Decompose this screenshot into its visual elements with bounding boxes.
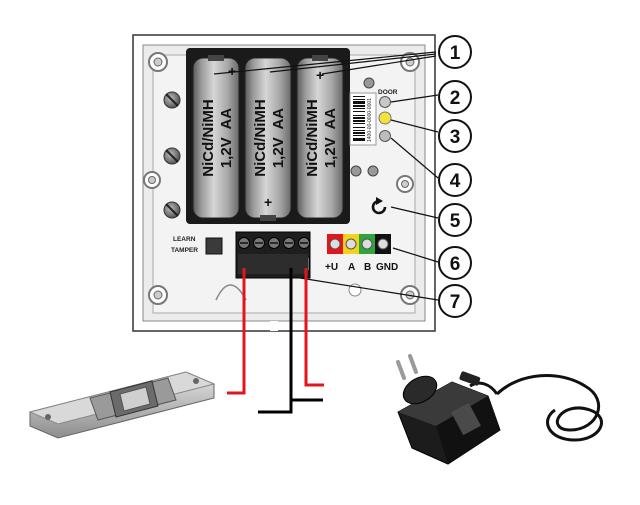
wires (227, 268, 324, 414)
callout-2: 2 (438, 80, 472, 114)
mount-hole-bl (148, 285, 168, 305)
battery-2: + NiCd/NiMH 1,2V AA (244, 57, 292, 221)
callout-1: 1 (438, 35, 472, 69)
callout-4: 4 (438, 163, 472, 197)
callout-7: 7 (438, 284, 472, 318)
barcode-bar (353, 127, 365, 128)
screw-1 (163, 91, 181, 109)
small-screw-top (363, 77, 375, 89)
learn-label: LEARN (173, 236, 196, 243)
led-grey (379, 130, 391, 142)
barcode-bar (353, 96, 365, 97)
barcode-bar (353, 99, 365, 100)
mount-hole-mr (396, 175, 414, 193)
barcode-bar (353, 108, 365, 109)
bus-label-gnd: GND (376, 262, 398, 273)
battery-1-label-1: NiCd/NiMH (200, 99, 217, 177)
wire-red-right (304, 268, 324, 387)
bus-label-b: B (364, 262, 371, 273)
electric-door-strike (28, 371, 216, 439)
callout-2-number: 2 (450, 88, 461, 109)
callout-6-number: 6 (450, 254, 461, 275)
barcode-bar (353, 105, 365, 107)
mount-hole-ml (143, 171, 161, 189)
barcode-bar (353, 111, 365, 112)
wire-red-left (227, 268, 246, 395)
callout-lines (213, 51, 439, 301)
screw-3 (163, 201, 181, 219)
callout-7-number: 7 (450, 292, 461, 313)
bottom-notch (270, 321, 278, 331)
door-label: DOOR (378, 89, 398, 96)
battery-3: + NiCd/NiMH 1,2V AA (296, 55, 344, 219)
barcode-bar (353, 135, 365, 136)
battery-2-plus: + (264, 194, 272, 210)
battery-2-label-2: 1,2V AA (270, 108, 287, 168)
barcode-bar (353, 101, 365, 104)
bus-terminals: +U A B GND (325, 234, 398, 273)
callout-5-number: 5 (450, 211, 461, 232)
callout-3: 3 (438, 119, 472, 153)
small-screw-b (367, 165, 379, 177)
learn-tamper-button[interactable] (205, 237, 223, 255)
callout-6: 6 (438, 246, 472, 280)
battery-3-label-2: 1,2V AA (322, 108, 339, 168)
bus-label-a: A (348, 262, 355, 273)
battery-3-label-1: NiCd/NiMH (304, 99, 321, 177)
terminal-block (235, 231, 311, 279)
bus-label-plus-u: +U (325, 262, 338, 273)
battery-1: + NiCd/NiMH 1,2V AA (192, 55, 240, 219)
battery-3-plus: + (316, 67, 324, 83)
barcode-bar (353, 115, 365, 116)
led-yellow (378, 111, 392, 125)
callout-5: 5 (438, 203, 472, 237)
barcode-label: 1400-00-0000-0001 (349, 92, 377, 146)
callout-4-number: 4 (450, 171, 461, 192)
barcode-bar (353, 117, 365, 119)
callout-3-number: 3 (450, 127, 461, 148)
barcode-number: 1400-00-0000-0001 (367, 98, 373, 142)
barcode-bar (353, 120, 365, 122)
mount-hole-tl (148, 52, 168, 72)
small-screw-a (350, 165, 362, 177)
power-adapter-plug (396, 354, 603, 465)
battery-1-plus: + (228, 63, 236, 79)
barcode-bar (353, 132, 365, 134)
led-door (379, 96, 391, 108)
battery-2-label-1: NiCd/NiMH (252, 99, 269, 177)
screw-2 (163, 147, 181, 165)
battery-1-label-2: 1,2V AA (218, 108, 235, 168)
wire-black-left (258, 268, 293, 414)
barcode-bar (353, 130, 365, 131)
barcode-bar (353, 123, 365, 124)
callout-1-number: 1 (450, 43, 461, 64)
reset-arrow-icon (371, 197, 387, 215)
tamper-label: TAMPER (171, 247, 198, 254)
barcode-bar (353, 138, 365, 141)
